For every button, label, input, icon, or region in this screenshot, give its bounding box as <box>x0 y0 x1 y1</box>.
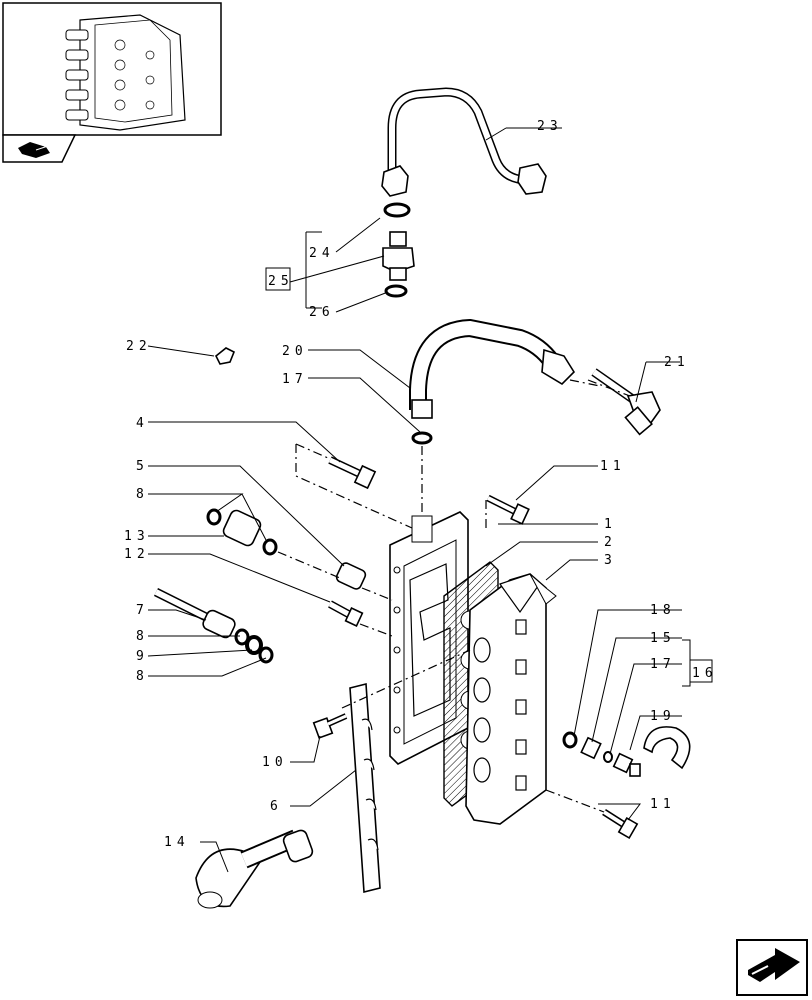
part-22-plug <box>214 347 236 365</box>
callout-24: 24 <box>309 246 335 261</box>
part-19-clip <box>643 726 691 770</box>
assembly-lines <box>277 379 631 813</box>
callout-17-top: 17 <box>282 372 308 387</box>
callout-16: 16 <box>692 666 718 681</box>
part-7-spool <box>153 587 236 639</box>
callout-14: 14 <box>164 835 190 850</box>
part-3-valve-body <box>465 573 557 825</box>
callout-box-25 <box>265 267 291 291</box>
callout-12: 12 <box>124 547 150 562</box>
part-15-seat <box>580 736 602 760</box>
book-icon[interactable] <box>2 134 77 163</box>
part-8-oring-a <box>206 508 222 526</box>
callout-7: 7 <box>136 603 149 618</box>
part-4-bolt <box>328 456 377 490</box>
callout-1: 1 <box>604 517 617 532</box>
part-23-pipe <box>381 87 547 197</box>
callout-13: 13 <box>124 529 150 544</box>
callout-3: 3 <box>604 553 617 568</box>
part-26-oring <box>384 284 408 298</box>
next-page-arrow-icon[interactable] <box>736 939 808 996</box>
group-bracket <box>305 231 322 309</box>
part-17-oring-lower <box>603 751 613 763</box>
callout-8-c: 8 <box>136 669 149 684</box>
callout-11-lower: 11 <box>650 797 676 812</box>
part-18-ring <box>562 731 578 749</box>
callout-11-top: 11 <box>600 459 626 474</box>
callout-4: 4 <box>136 416 149 431</box>
callout-22: 22 <box>126 339 152 354</box>
part-8-oring-d <box>258 646 274 664</box>
callout-8-a: 8 <box>136 487 149 502</box>
part-5-plug <box>335 562 367 590</box>
part-6-bracket <box>349 682 381 894</box>
part-17-oring-top <box>411 431 433 445</box>
part-11-bolt-lower <box>602 809 639 840</box>
part-24-oring <box>383 202 411 218</box>
callout-5: 5 <box>136 459 149 474</box>
part-11-bolt-top <box>486 494 530 525</box>
part-16-plug <box>612 752 641 777</box>
callout-10: 10 <box>262 755 288 770</box>
callout-8-b: 8 <box>136 629 149 644</box>
callout-18: 18 <box>650 603 676 618</box>
part-8-oring-c <box>234 628 250 646</box>
part-13-sleeve <box>222 509 262 547</box>
callout-labels: 23 24 25 26 22 20 17 21 4 5 8 13 12 11 1… <box>124 119 718 850</box>
callout-19: 19 <box>650 709 676 724</box>
callout-15: 15 <box>650 631 676 646</box>
callout-6: 6 <box>270 799 283 814</box>
part-8-oring-b <box>262 538 278 556</box>
part-25-adapter <box>382 231 415 281</box>
part-14-spool <box>195 829 314 909</box>
part-10-bolt <box>312 713 348 739</box>
part-9-ring <box>245 635 263 655</box>
part-12-bolt <box>328 600 364 627</box>
callout-9: 9 <box>136 649 149 664</box>
callout-23: 23 <box>537 119 563 134</box>
callout-26: 26 <box>309 305 335 320</box>
assembly-thumbnail-icon[interactable] <box>2 2 222 136</box>
callout-21: 21 <box>664 355 690 370</box>
callout-17-lower: 17 <box>650 657 676 672</box>
part-21-elbow-connector <box>591 368 661 436</box>
callout-25: 25 <box>268 274 294 289</box>
part-20-hose <box>409 318 576 419</box>
leader-lines <box>147 127 691 873</box>
callout-2: 2 <box>604 535 617 550</box>
callout-20: 20 <box>282 344 308 359</box>
callout-box-16 <box>689 659 713 683</box>
